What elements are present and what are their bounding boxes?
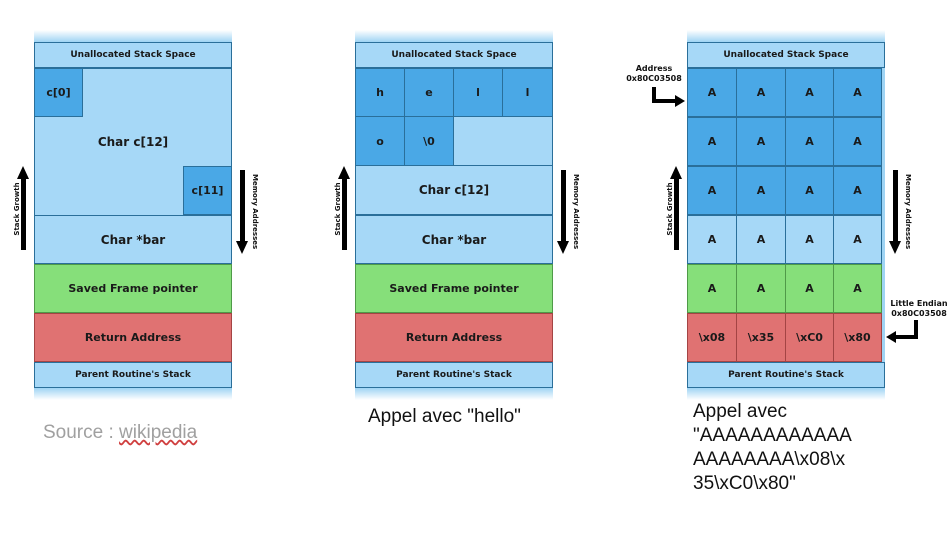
char-o: o bbox=[355, 116, 405, 166]
memory-addresses-label: Memory Addresses bbox=[904, 174, 912, 250]
overflow-byte-cell: A bbox=[736, 117, 786, 166]
parent-routine-stack: Parent Routine's Stack bbox=[355, 362, 553, 388]
return-address: Return Address bbox=[355, 313, 553, 362]
saved-frame-pointer: Saved Frame pointer bbox=[34, 264, 232, 313]
little-endian-value: 0x80C03508 bbox=[891, 309, 947, 318]
little-endian-annotation: Little Endian 0x80C03508 bbox=[884, 299, 950, 319]
char-bar-cell: Char *bar bbox=[34, 215, 232, 264]
return-address-byte-cell: \x80 bbox=[833, 313, 882, 362]
overflow-byte-cell: A bbox=[687, 117, 737, 166]
stack-growth-label: Stack Growth bbox=[334, 182, 342, 236]
memory-addresses-arrow-head bbox=[889, 241, 901, 254]
memory-addresses-label: Memory Addresses bbox=[572, 174, 580, 250]
stack-growth-arrow-head bbox=[670, 166, 682, 179]
wikipedia-link[interactable]: wikipedia bbox=[119, 422, 198, 443]
address-value: 0x80C03508 bbox=[626, 74, 682, 83]
overflow-byte-cell: A bbox=[687, 215, 737, 264]
overflow-byte-cell: A bbox=[736, 264, 786, 313]
endian-pointer-arrow-bar bbox=[896, 335, 918, 339]
stack-growth-arrow-head bbox=[338, 166, 350, 179]
parent-routine-stack: Parent Routine's Stack bbox=[34, 362, 232, 388]
payload-line-2: "AAAAAAAAAAAA bbox=[693, 425, 852, 446]
saved-frame-pointer: Saved Frame pointer bbox=[355, 264, 553, 313]
char-c12-label-cell: Char c[12] bbox=[355, 165, 553, 215]
stack-growth-arrow bbox=[21, 178, 26, 250]
memory-addresses-label: Memory Addresses bbox=[251, 174, 259, 250]
memory-addresses-arrow bbox=[893, 170, 898, 242]
payload-caption: Appel avec "AAAAAAAAAAAA AAAAAAAA\x08\x … bbox=[693, 400, 852, 496]
overflow-byte-cell: A bbox=[833, 68, 882, 117]
overflow-byte-cell: A bbox=[833, 215, 882, 264]
address-label: Address bbox=[635, 64, 673, 73]
little-endian-label: Little Endian bbox=[890, 299, 948, 308]
overflow-byte-cell: A bbox=[785, 166, 834, 215]
stack-growth-arrow bbox=[342, 178, 347, 250]
memory-addresses-arrow-head bbox=[557, 241, 569, 254]
address-pointer-arrow-bar bbox=[652, 99, 676, 103]
c0-cell: c[0] bbox=[34, 68, 83, 117]
return-address-byte-cell: \x08 bbox=[687, 313, 737, 362]
overflow-byte-cell: A bbox=[833, 264, 882, 313]
overflow-byte-cell: A bbox=[736, 215, 786, 264]
address-pointer-arrow bbox=[652, 87, 656, 103]
stack-growth-arrow bbox=[674, 178, 679, 250]
overflow-byte-cell: A bbox=[785, 68, 834, 117]
overflow-byte-cell: A bbox=[833, 117, 882, 166]
stack-growth-label: Stack Growth bbox=[13, 182, 21, 236]
overflow-byte-cell: A bbox=[785, 117, 834, 166]
stack-growth-arrow-head bbox=[17, 166, 29, 179]
stack-growth-label: Stack Growth bbox=[666, 182, 674, 236]
memory-addresses-arrow-head bbox=[236, 241, 248, 254]
char-l: l bbox=[502, 68, 553, 117]
source-prefix: Source : bbox=[43, 422, 120, 443]
hello-caption: Appel avec "hello" bbox=[368, 406, 521, 427]
endian-pointer-arrow-head bbox=[886, 331, 896, 343]
endian-pointer-arrow bbox=[914, 320, 918, 339]
c11-cell: c[11] bbox=[183, 166, 232, 215]
return-address-byte-cell: \x35 bbox=[736, 313, 786, 362]
overflow-byte-cell: A bbox=[833, 166, 882, 215]
overflow-byte-cell: A bbox=[736, 68, 786, 117]
char-e: e bbox=[404, 68, 454, 117]
overflow-byte-cell: A bbox=[687, 166, 737, 215]
unallocated-stack-space: Unallocated Stack Space bbox=[34, 42, 232, 68]
char-h: h bbox=[355, 68, 405, 117]
char-l: l bbox=[453, 68, 503, 117]
overflow-byte-cell: A bbox=[736, 166, 786, 215]
memory-addresses-arrow bbox=[240, 170, 245, 242]
address-pointer-arrow-head bbox=[675, 95, 685, 107]
overflow-byte-cell: A bbox=[785, 215, 834, 264]
memory-addresses-arrow bbox=[561, 170, 566, 242]
parent-routine-stack: Parent Routine's Stack bbox=[687, 362, 885, 388]
unallocated-stack-space: Unallocated Stack Space bbox=[355, 42, 553, 68]
overflow-byte-cell: A bbox=[785, 264, 834, 313]
overflow-byte-cell: A bbox=[687, 264, 737, 313]
char-bar-cell: Char *bar bbox=[355, 215, 553, 264]
payload-line-4: 35\xC0\x80" bbox=[693, 473, 796, 494]
stack-diagram-hello: Unallocated Stack Space h e l l o \0 Cha… bbox=[355, 30, 553, 400]
payload-line-3: AAAAAAAA\x08\x bbox=[693, 449, 846, 470]
char-null-terminator: \0 bbox=[404, 116, 454, 166]
unallocated-stack-space: Unallocated Stack Space bbox=[687, 42, 885, 68]
source-caption: Source : wikipedia bbox=[43, 421, 197, 445]
return-address: Return Address bbox=[34, 313, 232, 362]
return-address-byte-cell: \xC0 bbox=[785, 313, 834, 362]
stack-diagram-original: Unallocated Stack Space Char c[12] c[0] … bbox=[34, 30, 232, 400]
address-annotation: Address 0x80C03508 bbox=[612, 64, 696, 84]
payload-line-1: Appel avec bbox=[693, 401, 788, 422]
